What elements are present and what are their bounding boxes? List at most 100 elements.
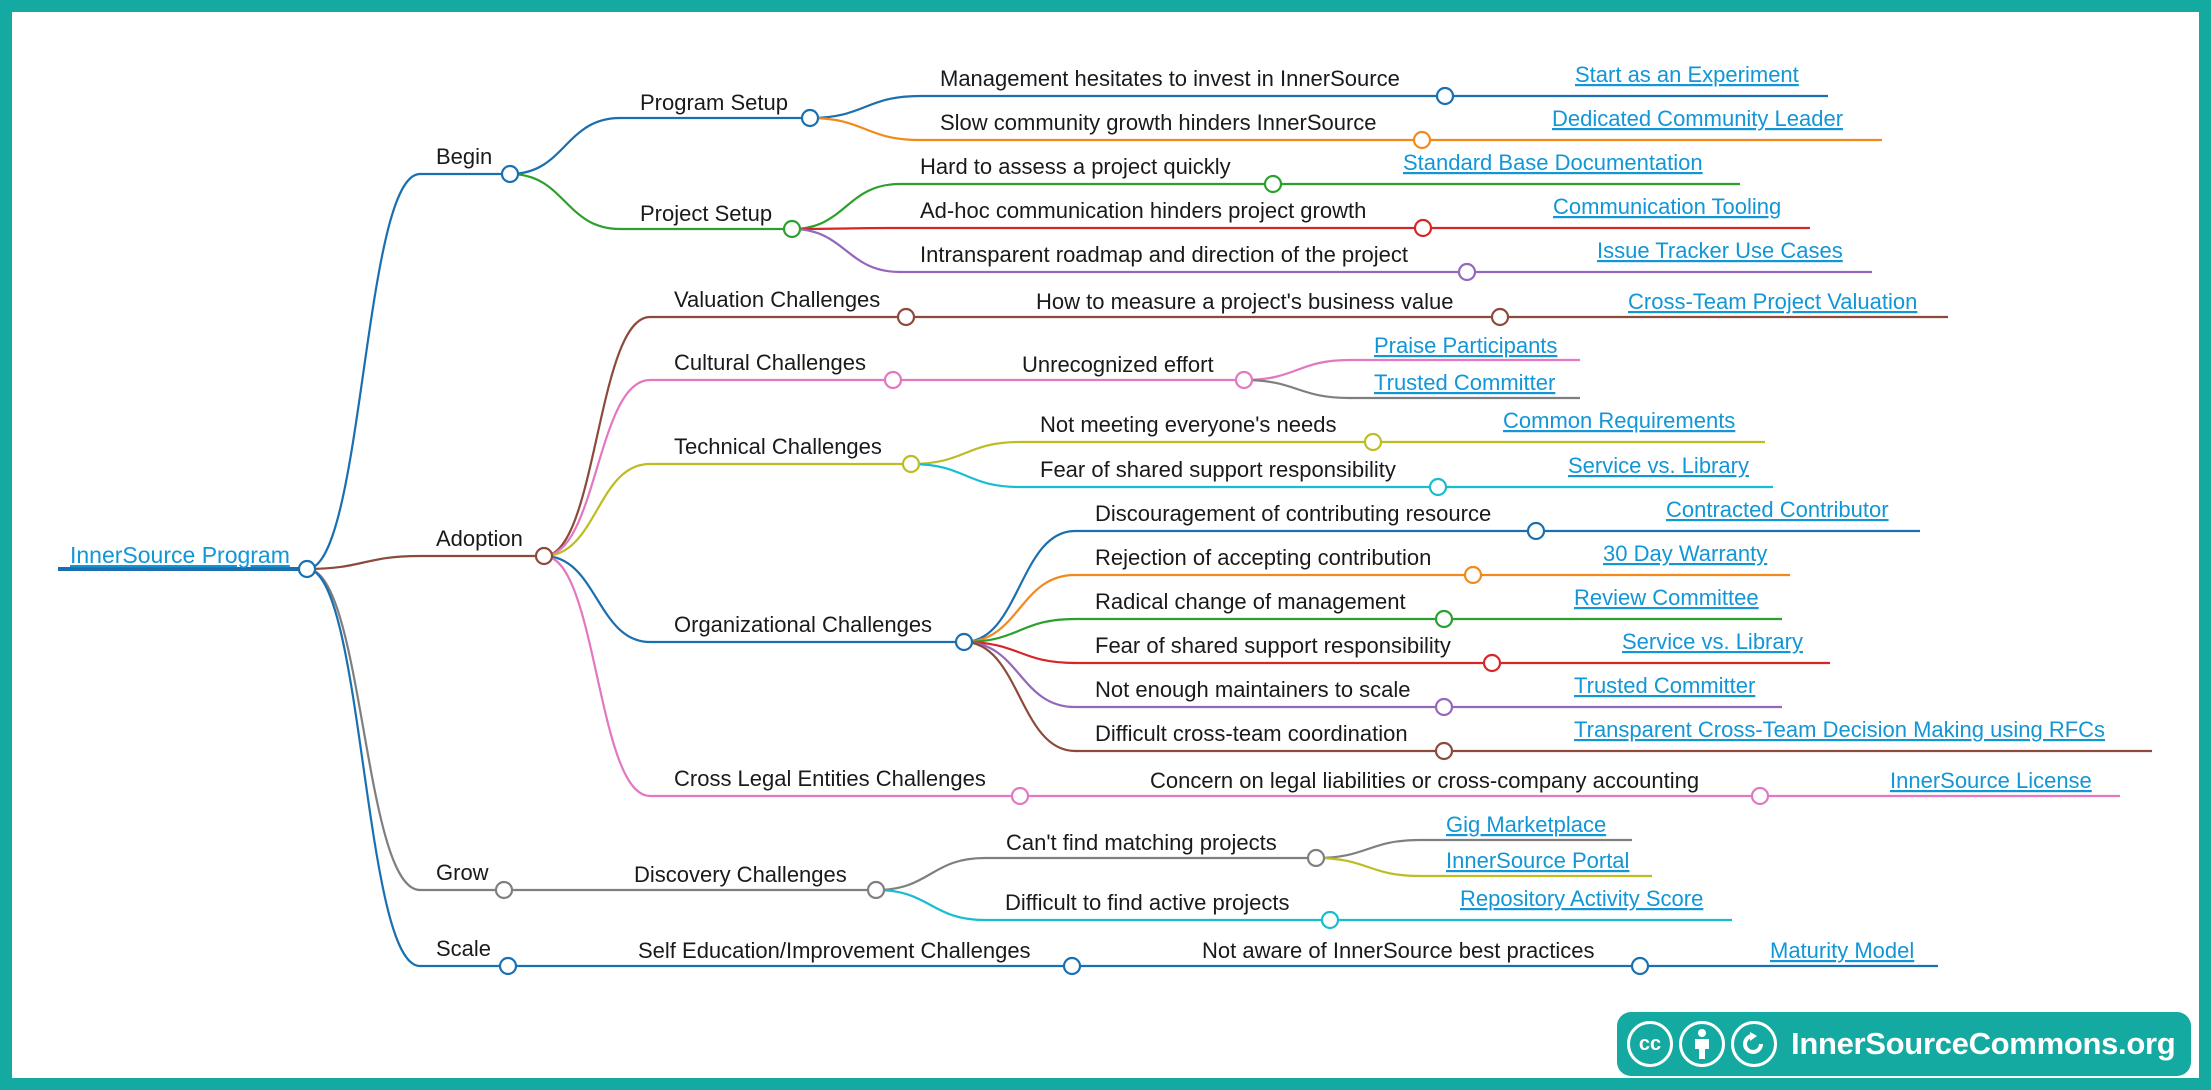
node-cultural[interactable] (883, 370, 903, 390)
discovery-label: Discovery Challenges (634, 862, 847, 887)
discovery-p2-label: Difficult to find active projects (1005, 890, 1290, 915)
node-project-setup[interactable] (782, 219, 802, 239)
node-begin[interactable] (500, 164, 520, 184)
discovery-link-portal[interactable]: InnerSource Portal (1446, 848, 1629, 873)
footer-badge[interactable]: cc InnerSourceCommons.org (1617, 1012, 2191, 1076)
valuation-label: Valuation Challenges (674, 287, 880, 312)
discovery-link-gig[interactable]: Gig Marketplace (1446, 812, 1606, 837)
begin-p2-label: Slow community growth hinders InnerSourc… (940, 110, 1377, 135)
edge-adoption (305, 554, 422, 571)
valuation-p1-link[interactable]: Cross-Team Project Valuation (1628, 289, 1917, 314)
cultural-p1-node[interactable] (1234, 370, 1254, 390)
node-valuation[interactable] (896, 307, 916, 327)
org-p5-link[interactable]: Trusted Committer (1574, 673, 1755, 698)
org-p1-link[interactable]: Contracted Contributor (1666, 497, 1889, 522)
self-education-p1-node[interactable] (1630, 956, 1650, 976)
begin-p5-link[interactable]: Issue Tracker Use Cases (1597, 238, 1843, 263)
edge-cultural (542, 378, 652, 558)
root-link[interactable]: InnerSource Program (70, 542, 290, 568)
edge-scale (305, 567, 422, 968)
node-root[interactable] (297, 559, 317, 579)
program-setup-label: Program Setup (640, 90, 788, 115)
share-alike-icon (1731, 1021, 1777, 1067)
node-scale[interactable] (498, 956, 518, 976)
org-p5-label: Not enough maintainers to scale (1095, 677, 1411, 702)
begin-p4-link[interactable]: Communication Tooling (1553, 194, 1781, 219)
begin-p3-link[interactable]: Standard Base Documentation (1403, 150, 1703, 175)
edge-begin (305, 172, 422, 571)
begin-p4-node[interactable] (1413, 218, 1433, 238)
technical-p2-label: Fear of shared support responsibility (1040, 457, 1396, 482)
begin-p2-link[interactable]: Dedicated Community Leader (1552, 106, 1843, 131)
edge-org-p1 (962, 529, 1077, 644)
node-technical[interactable] (901, 454, 921, 474)
legal-p1-link[interactable]: InnerSource License (1890, 768, 2092, 793)
legal-p1-node[interactable] (1750, 786, 1770, 806)
edge-organizational (542, 554, 652, 644)
cultural-link-praise[interactable]: Praise Participants (1374, 333, 1557, 358)
legal-p1-label: Concern on legal liabilities or cross-co… (1150, 768, 1699, 793)
valuation-p1-label: How to measure a project's business valu… (1036, 289, 1454, 314)
branch-begin-label: Begin (436, 144, 492, 169)
edge-org-p4 (962, 640, 1077, 665)
begin-p3-node[interactable] (1263, 174, 1283, 194)
discovery-p1-label: Can't find matching projects (1006, 830, 1277, 855)
edge-program-setup (508, 116, 622, 176)
org-p2-link[interactable]: 30 Day Warranty (1603, 541, 1767, 566)
discovery-p2-node[interactable] (1320, 910, 1340, 930)
project-setup-label: Project Setup (640, 201, 772, 226)
begin-p3-label: Hard to assess a project quickly (920, 154, 1231, 179)
org-p3-node[interactable] (1434, 609, 1454, 629)
technical-p2-node[interactable] (1428, 477, 1448, 497)
technical-p2-link[interactable]: Service vs. Library (1568, 453, 1749, 478)
node-organizational[interactable] (954, 632, 974, 652)
org-p2-node[interactable] (1463, 565, 1483, 585)
begin-p1-node[interactable] (1435, 86, 1455, 106)
organizational-label: Organizational Challenges (674, 612, 932, 637)
org-p4-label: Fear of shared support responsibility (1095, 633, 1451, 658)
site-name[interactable]: InnerSourceCommons.org (1791, 1026, 2176, 1061)
begin-p1-link[interactable]: Start as an Experiment (1575, 62, 1799, 87)
edge-discovery-link2 (1314, 856, 1422, 878)
node-adoption[interactable] (534, 546, 554, 566)
org-p4-link[interactable]: Service vs. Library (1622, 629, 1803, 654)
technical-p1-node[interactable] (1363, 432, 1383, 452)
cultural-label: Cultural Challenges (674, 350, 866, 375)
edge-begin-p2 (808, 116, 922, 142)
node-grow[interactable] (494, 880, 514, 900)
edge-legal (542, 554, 652, 798)
legal-label: Cross Legal Entities Challenges (674, 766, 986, 791)
org-p6-link[interactable]: Transparent Cross-Team Decision Making u… (1574, 717, 2105, 742)
node-discovery[interactable] (866, 880, 886, 900)
edge-begin-p4 (790, 226, 902, 231)
discovery-p1-node[interactable] (1306, 848, 1326, 868)
node-program-setup[interactable] (800, 108, 820, 128)
node-self-education[interactable] (1062, 956, 1082, 976)
branch-adoption-label: Adoption (436, 526, 523, 551)
branch-scale-label: Scale (436, 936, 491, 961)
edge-discovery-p2 (874, 888, 987, 922)
node-legal[interactable] (1010, 786, 1030, 806)
technical-p1-link[interactable]: Common Requirements (1503, 408, 1735, 433)
org-p4-node[interactable] (1482, 653, 1502, 673)
edge-discovery-link1 (1314, 838, 1422, 860)
edge-grow (305, 567, 422, 892)
begin-p5-node[interactable] (1457, 262, 1477, 282)
valuation-p1-node[interactable] (1490, 307, 1510, 327)
edge-technical-p1 (909, 440, 1022, 466)
org-p1-node[interactable] (1526, 521, 1546, 541)
edge-valuation (542, 315, 652, 558)
org-p6-label: Difficult cross-team coordination (1095, 721, 1408, 746)
cultural-link-trusted[interactable]: Trusted Committer (1374, 370, 1555, 395)
cc-icon: cc (1627, 1021, 1673, 1067)
cultural-p1-label: Unrecognized effort (1022, 352, 1214, 377)
org-p3-link[interactable]: Review Committee (1574, 585, 1759, 610)
org-p5-node[interactable] (1434, 697, 1454, 717)
self-education-p1-link[interactable]: Maturity Model (1770, 938, 1914, 963)
discovery-p2-link[interactable]: Repository Activity Score (1460, 886, 1703, 911)
technical-p1-label: Not meeting everyone's needs (1040, 412, 1336, 437)
begin-p2-node[interactable] (1412, 130, 1432, 150)
org-p6-node[interactable] (1434, 741, 1454, 761)
org-p2-label: Rejection of accepting contribution (1095, 545, 1431, 570)
edge-org-p2 (962, 573, 1077, 644)
